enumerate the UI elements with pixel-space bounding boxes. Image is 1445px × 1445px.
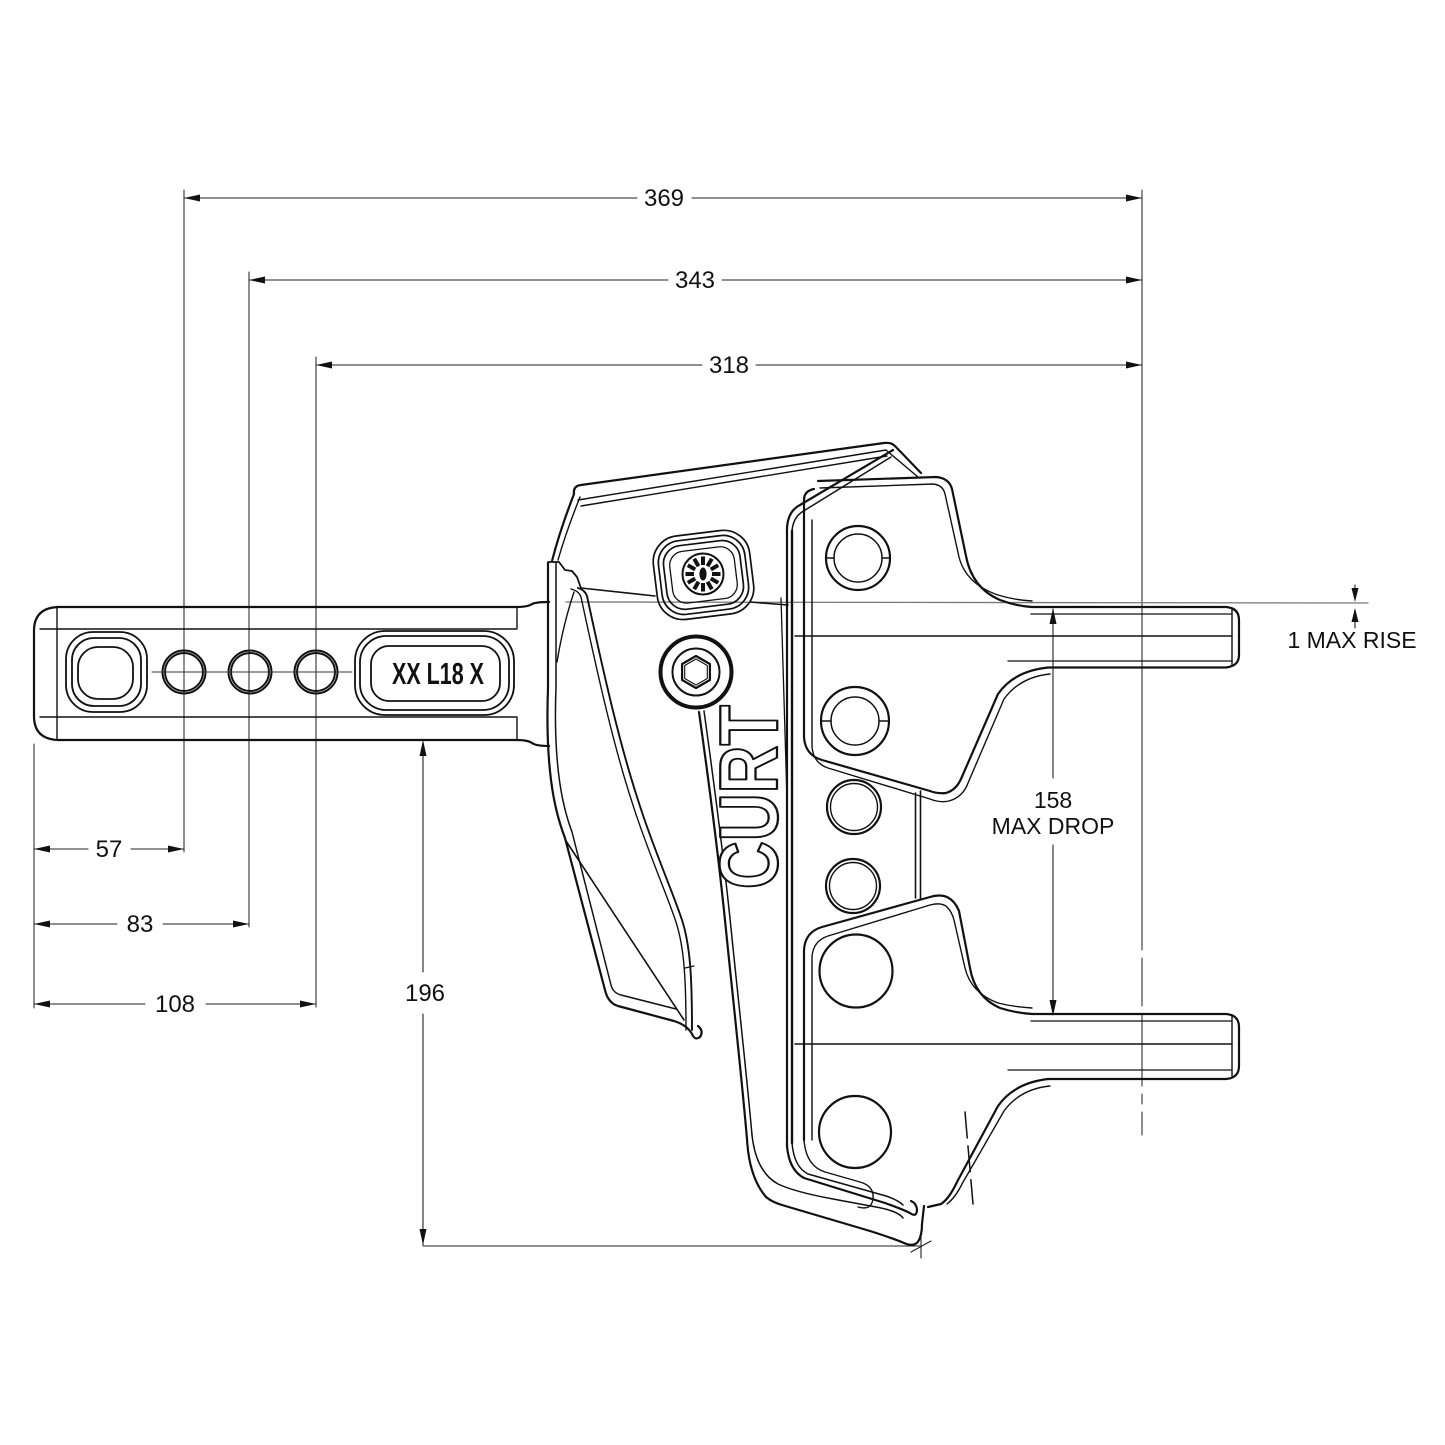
svg-text:343: 343 <box>675 267 715 294</box>
svg-text:CURT: CURT <box>702 705 795 889</box>
svg-text:158: 158 <box>1034 787 1072 813</box>
svg-text:318: 318 <box>709 352 749 379</box>
svg-text:196: 196 <box>405 980 445 1007</box>
svg-text:83: 83 <box>127 911 154 938</box>
svg-text:57: 57 <box>96 836 123 863</box>
svg-text:108: 108 <box>155 991 195 1018</box>
svg-text:MAX DROP: MAX DROP <box>992 813 1115 839</box>
svg-text:XX L18 X: XX L18 X <box>392 656 484 691</box>
svg-text:369: 369 <box>644 185 684 212</box>
svg-text:1 MAX RISE: 1 MAX RISE <box>1287 627 1416 653</box>
